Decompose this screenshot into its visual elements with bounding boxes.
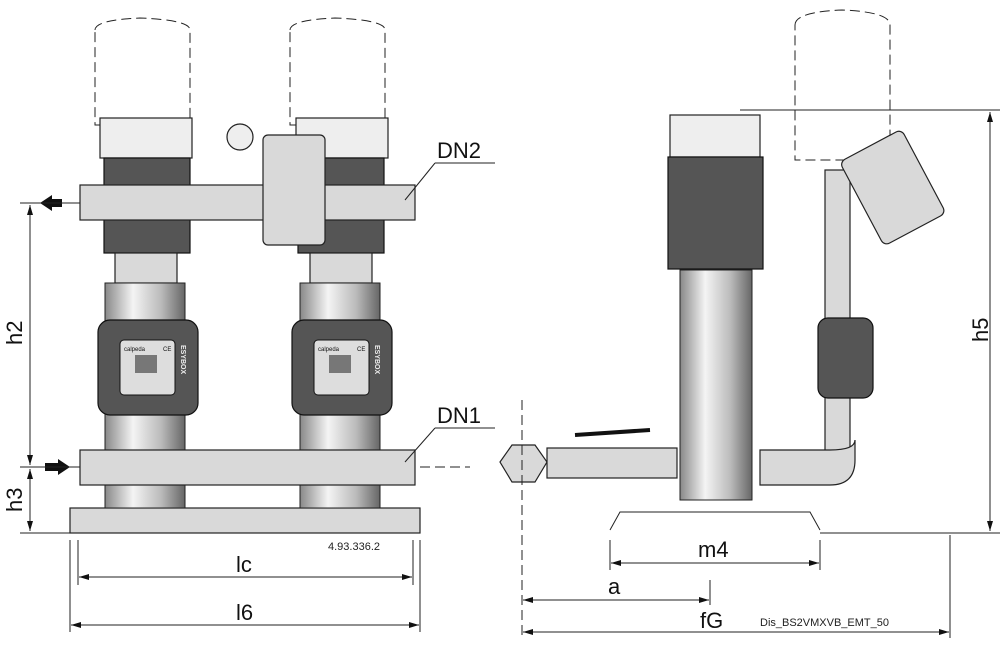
inlet-valve	[546, 447, 678, 479]
fG-label: fG	[700, 608, 723, 633]
pressure-gauge	[226, 123, 254, 151]
motor-cover	[669, 114, 761, 158]
expansion-tank-right	[289, 17, 386, 126]
controller-product-label: ESYBOX	[373, 345, 380, 375]
lc-label: lc	[236, 552, 252, 577]
dn2-label: DN2	[437, 138, 481, 163]
controller-brand: calpeda	[124, 347, 146, 353]
inlet-fitting	[499, 444, 548, 483]
discharge-pipe	[824, 169, 851, 461]
h3-label: h3	[2, 488, 27, 512]
controller-ce-mark: CE	[163, 347, 171, 353]
base-plate	[69, 507, 421, 534]
base-foot	[609, 511, 821, 531]
controller-brand: calpeda	[318, 347, 340, 353]
controller-side	[817, 317, 874, 399]
front-view: calpeda calpeda CE CE ESYBOX ESYBOX h2 h…	[2, 17, 495, 632]
m4-label: m4	[698, 537, 729, 562]
dn1-label: DN1	[437, 403, 481, 428]
side-view: h5 m4 a fG Dis_BS2VMXVB_EMT_50	[499, 9, 1000, 640]
control-panel-side	[841, 130, 945, 245]
drawing-code-right: Dis_BS2VMXVB_EMT_50	[760, 617, 889, 629]
control-panel	[262, 134, 326, 246]
valve-handle	[574, 428, 651, 437]
controller-ce-mark: CE	[357, 347, 365, 353]
motor	[667, 156, 764, 270]
drawing-code-left: 4.93.336.2	[328, 541, 380, 553]
h2-label: h2	[2, 321, 27, 345]
a-label: a	[608, 574, 621, 599]
expansion-tank-left	[94, 17, 191, 126]
pump-body	[679, 269, 753, 501]
h5-label: h5	[968, 318, 993, 342]
expansion-tank	[794, 9, 891, 161]
suction-manifold	[79, 449, 416, 486]
controller-product-label: ESYBOX	[179, 345, 186, 375]
l6-label: l6	[236, 600, 253, 625]
delivery-manifold	[79, 184, 416, 221]
